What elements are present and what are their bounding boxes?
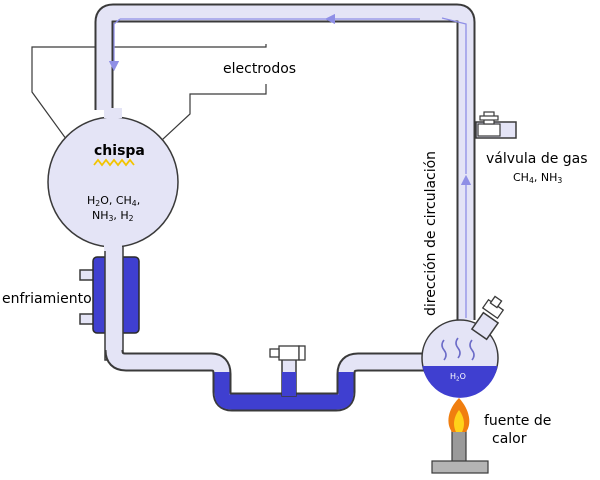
- electrode-wires: [31, 44, 267, 166]
- spark-icon: [93, 158, 135, 167]
- flame-icon: [448, 398, 470, 432]
- cooling-label: enfriamiento: [2, 291, 92, 307]
- flask-contents-line1: H2O, CH4,: [87, 194, 141, 208]
- gas-valve-gases: CH4, NH3: [513, 171, 563, 185]
- heat-source-line2: calor: [492, 431, 527, 447]
- boiling-flask: [421, 295, 505, 398]
- electrodes-label: electrodos: [223, 61, 297, 77]
- burner-icon: [431, 425, 489, 474]
- trap-valve[interactable]: [269, 345, 306, 397]
- flask-contents-line2: NH3, H2: [92, 209, 134, 223]
- heat-source-line1: fuente de: [484, 413, 552, 429]
- flow-direction-label: dirección de circulación: [423, 150, 439, 316]
- flow-arrow-icon: [108, 13, 472, 318]
- spark-flask: [47, 108, 179, 251]
- water-label: H2O: [450, 372, 466, 383]
- left-tube: [104, 241, 124, 361]
- trap-water: [214, 372, 354, 410]
- gas-valve[interactable]: [475, 111, 517, 139]
- heat-waves-icon: [441, 337, 475, 361]
- gas-valve-label: válvula de gas: [486, 151, 588, 167]
- spark-label: chispa: [94, 143, 145, 159]
